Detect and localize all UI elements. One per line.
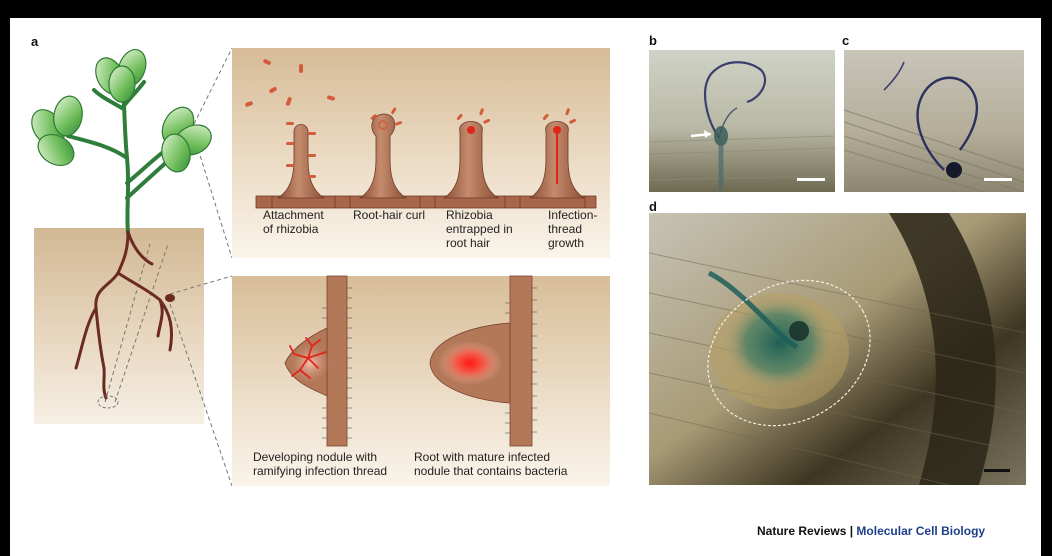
mature-nodule-bacteria [438, 341, 502, 385]
caption-mature-nodule: Root with mature infected nodule that co… [414, 450, 567, 478]
caption-entrapped: Rhizobia entrapped in root hair [446, 208, 513, 250]
figure-frame: a b c d [10, 18, 1041, 556]
caption-infection-thread: Infection- thread growth [548, 208, 597, 250]
micrograph-d [649, 213, 1026, 485]
scale-bar-c [984, 178, 1012, 181]
journal-separator: | [846, 524, 856, 538]
scale-bar-b [797, 178, 825, 181]
root-nodule-dot [165, 294, 175, 302]
caption-root-hair-curl: Root-hair curl [353, 208, 425, 222]
journal-name: Nature Reviews [757, 524, 846, 538]
panel-label-b: b [649, 33, 657, 48]
panel-label-d: d [649, 199, 657, 214]
journal-credit: Nature Reviews | Molecular Cell Biology [757, 524, 985, 538]
micrograph-b [649, 50, 835, 192]
micrograph-c [844, 50, 1024, 192]
caption-attachment: Attachment of rhizobia [263, 208, 324, 236]
soil-block [34, 228, 204, 424]
scale-bar-d [984, 469, 1010, 472]
panel-label-c: c [842, 33, 849, 48]
panel-a-illustration [10, 18, 640, 498]
journal-subtitle: Molecular Cell Biology [856, 524, 985, 538]
caption-developing-nodule: Developing nodule with ramifying infecti… [253, 450, 387, 478]
